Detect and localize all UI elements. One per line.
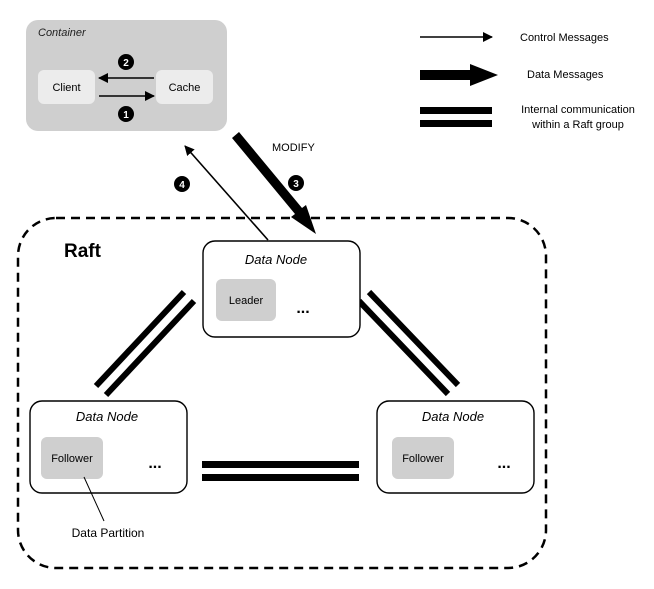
legend-internal-line2: within a Raft group: [531, 119, 624, 131]
left-partition-box: [41, 437, 103, 479]
step-3-label: 3: [293, 179, 299, 190]
modify-label: MODIFY: [272, 142, 315, 154]
data-node-follower-left: Data Node Follower ...: [29, 400, 188, 494]
leader-more-ellipsis: ...: [296, 300, 309, 317]
step-2-badge: [118, 54, 134, 70]
arrow-leader-to-container: [184, 145, 269, 241]
client-box: [38, 70, 95, 104]
legend-control-label: Control Messages: [520, 32, 609, 44]
arrow-modify-data: [232, 132, 316, 234]
raft-link-left-right: [202, 461, 359, 481]
raft-link-leader-right: [356, 289, 461, 397]
legend-data-label: Data Messages: [527, 69, 604, 81]
step-2-label: 2: [123, 58, 129, 69]
data-node-follower-right: Data Node Follower ...: [376, 400, 535, 494]
right-more-ellipsis: ...: [497, 455, 510, 472]
data-node-leader: Data Node Leader ...: [202, 240, 361, 338]
data-node-leader-title: Data Node: [245, 252, 307, 267]
legend-internal-line1: Internal communication: [521, 104, 635, 116]
left-more-ellipsis: ...: [148, 455, 161, 472]
cache-box: [156, 70, 213, 104]
leader-role-label: Leader: [229, 295, 264, 307]
legend-internal-bar-top: [420, 107, 492, 114]
cache-label: Cache: [169, 82, 201, 94]
leader-partition-box: [216, 279, 276, 321]
right-role-label: Follower: [402, 453, 444, 465]
partition-callout-label: Data Partition: [72, 526, 145, 540]
step-4-label: 4: [179, 180, 185, 191]
legend-internal-bar-bottom: [420, 120, 492, 127]
step-4-badge: [174, 176, 190, 192]
container-title: Container: [38, 27, 87, 39]
client-label: Client: [52, 82, 80, 94]
data-node-right-title: Data Node: [422, 409, 484, 424]
right-partition-box: [392, 437, 454, 479]
step-1-label: 1: [123, 110, 129, 121]
left-role-label: Follower: [51, 453, 93, 465]
step-3-badge: [288, 175, 304, 191]
partition-callout-line: [83, 476, 105, 522]
raft-title: Raft: [64, 241, 102, 262]
data-node-left-title: Data Node: [76, 409, 138, 424]
container-group: Container Client Cache 2 1: [26, 20, 227, 131]
legend-data-arrow: [420, 64, 498, 86]
legend: Control Messages Data Messages Internal …: [420, 32, 635, 131]
raft-link-leader-left: [93, 289, 197, 398]
step-1-badge: [118, 106, 134, 122]
raft-group-boundary: [16, 216, 548, 570]
